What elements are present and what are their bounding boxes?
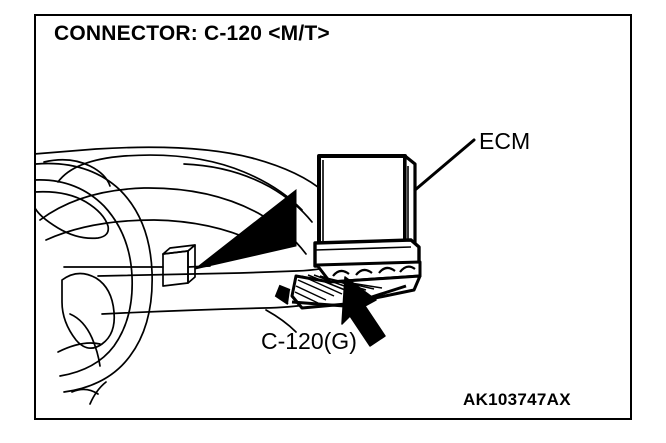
steering-wheel-spoke-upper bbox=[34, 190, 110, 240]
steering-column bbox=[89, 381, 107, 405]
ecm-body-front bbox=[317, 154, 407, 247]
label-ecm: ECM bbox=[479, 128, 531, 154]
connector-location-box bbox=[162, 244, 196, 287]
label-connector-c120g: C-120(G) bbox=[261, 328, 357, 354]
leader-line-icon bbox=[413, 138, 476, 192]
console-edge bbox=[265, 309, 297, 333]
steering-wheel-lower-spoke bbox=[71, 388, 99, 395]
dash-lower-line bbox=[97, 262, 341, 277]
ecm-connector-band bbox=[313, 238, 421, 268]
dash-bottom-fall bbox=[69, 313, 101, 367]
steering-wheel-spoke-top bbox=[43, 158, 111, 187]
dash-upper-curve bbox=[57, 154, 303, 211]
steering-wheel-outer-rim bbox=[35, 162, 153, 393]
dash-top-edge bbox=[34, 146, 325, 193]
dash-hood-seam bbox=[183, 163, 313, 223]
steering-wheel-hub-opening bbox=[61, 272, 116, 349]
part-number: AK103747AX bbox=[463, 390, 571, 409]
ecm-latch-arches bbox=[332, 265, 416, 277]
technical-illustration bbox=[34, 138, 476, 405]
harness-tail bbox=[274, 284, 291, 305]
cluster-hood bbox=[45, 219, 261, 245]
figure-title: CONNECTOR: C-120 <M/T> bbox=[54, 22, 330, 45]
steering-wheel-inner-rim bbox=[34, 179, 134, 377]
callout-arrow-icon bbox=[341, 276, 386, 347]
ecm-band-seam bbox=[314, 246, 412, 251]
pointer-wedge-icon bbox=[194, 188, 297, 270]
ecm-body-side bbox=[403, 154, 417, 250]
